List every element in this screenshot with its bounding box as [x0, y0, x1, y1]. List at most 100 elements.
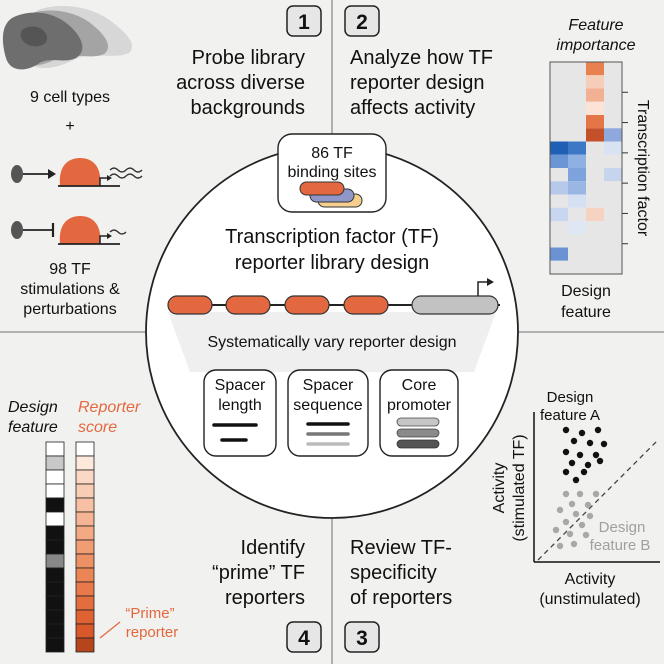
heatmap-cell — [568, 101, 586, 115]
heatmap-cell — [586, 234, 604, 248]
step-3-badge — [344, 621, 380, 653]
heatmap-cell — [604, 88, 622, 102]
scatter-point-a — [562, 426, 570, 434]
quadrant-2: 2 Analyze how TF reporter design affects… — [344, 5, 651, 321]
reporter-score-cell — [75, 525, 95, 541]
q2-title-line-3: affects activity — [350, 97, 475, 119]
binding-site-1 — [167, 295, 213, 315]
heatmap-cell — [604, 141, 622, 155]
heatmap-cell — [586, 141, 604, 155]
binding-site-2 — [225, 295, 271, 315]
scatter-point-b — [572, 510, 580, 518]
reporter-score-cell — [75, 623, 95, 639]
step-3-number: 3 — [356, 627, 368, 650]
scatter-point-b — [556, 506, 564, 514]
heatmap-cell — [604, 168, 622, 182]
heatmap-cell — [568, 168, 586, 182]
design-feature-cell — [45, 525, 65, 541]
heatmap-cell — [550, 247, 568, 261]
scatter-point-b — [570, 540, 578, 548]
scatter-point-a — [584, 461, 592, 469]
center-panel: 86 TF binding sites Transcription factor… — [145, 133, 519, 519]
heatmap-cell — [586, 260, 604, 274]
heatmap-cell — [604, 260, 622, 274]
quadrant-3: Review TF- specificity of reporters 3 De… — [344, 389, 660, 653]
heatmap-cell — [550, 234, 568, 248]
scatter-point-a — [568, 459, 576, 467]
scatter-point-a — [596, 457, 604, 465]
q3-title-line-1: Review TF- — [350, 537, 452, 559]
heatmap-cell — [604, 75, 622, 89]
core-promoter-line-1: Core — [402, 377, 437, 394]
scatter-point-b — [584, 501, 592, 509]
scatter-x-label-line-1: Activity — [565, 571, 616, 588]
binding-site-3 — [284, 295, 330, 315]
heatmap-cell — [586, 115, 604, 129]
scatter-point-a — [580, 468, 588, 476]
scatter-point-a — [562, 448, 570, 456]
heatmap-cell — [550, 115, 568, 129]
heatmap-cell — [604, 62, 622, 76]
heatmap-cell — [604, 128, 622, 142]
group-b-label-line-2: feature B — [590, 537, 651, 554]
design-feature-cell — [45, 623, 65, 639]
scatter-point-b — [568, 500, 576, 508]
design-feature-cell — [45, 469, 65, 485]
heatmap-title-line-1: Feature — [568, 17, 623, 34]
heatmap-cell — [568, 62, 586, 76]
plus-sign: + — [65, 118, 74, 135]
scatter-point-a — [572, 476, 580, 484]
spacer-length-line-2: length — [218, 397, 262, 414]
reporter-score-cell — [75, 511, 95, 527]
heatmap-cell — [604, 247, 622, 261]
heatmap-cell — [586, 207, 604, 221]
design-feature-cell — [45, 637, 65, 653]
scatter-diagonal — [537, 439, 659, 561]
spacer-sequence-box: Spacer sequence — [287, 369, 369, 457]
design-feature-cell — [45, 581, 65, 597]
heatmap-cell — [568, 234, 586, 248]
heatmap-y-label: Transcription factor — [634, 100, 651, 237]
heatmap-cell — [604, 207, 622, 221]
design-feature-cell — [45, 567, 65, 583]
heatmap-cell — [568, 194, 586, 208]
core-promoter-line-2: promoter — [387, 397, 452, 414]
reporter-score-cell — [75, 637, 95, 653]
center-title-line-1: Transcription factor (TF) — [225, 226, 439, 248]
step-2-number: 2 — [356, 11, 368, 34]
heatmap-cell — [586, 168, 604, 182]
scatter-point-b — [552, 526, 560, 534]
design-feature-cell — [45, 455, 65, 471]
reporter-score-cell — [75, 595, 95, 611]
q3-title-line-3: of reporters — [350, 587, 452, 609]
step-1-badge — [286, 5, 322, 37]
design-feature-cell — [45, 497, 65, 513]
scatter-point-b — [562, 518, 570, 526]
core-promoter-box: Core promoter — [379, 369, 459, 457]
design-feature-cell — [45, 609, 65, 625]
scatter-point-a — [576, 451, 584, 459]
feature-importance-heatmap — [550, 62, 622, 274]
stimulations-line-3: perturbations — [23, 301, 116, 318]
heatmap-cell — [550, 194, 568, 208]
heatmap-frame — [549, 61, 623, 275]
quadrant-4: Design feature Reporter score “Prime” re… — [8, 399, 322, 653]
heatmap-row-ticks — [622, 91, 628, 245]
heatmap-cell — [550, 101, 568, 115]
spacer-length-line-1: Spacer — [215, 377, 266, 394]
center-subtitle: Systematically vary reporter design — [208, 334, 457, 351]
heatmap-cell — [604, 115, 622, 129]
reporter-score-cell — [75, 567, 95, 583]
prime-pointer — [99, 621, 121, 639]
scatter-point-b — [586, 512, 594, 520]
step-2-badge — [344, 5, 380, 37]
reporter-score-cell — [75, 469, 95, 485]
heatmap-cell — [550, 128, 568, 142]
heatmap-cell — [568, 75, 586, 89]
heatmap-cell — [586, 154, 604, 168]
spacer-length-box: Spacer length — [203, 369, 277, 457]
quadrant-1: 9 cell types + 98 TF stimulations & — [2, 5, 322, 318]
design-feature-label-line-2: feature — [8, 419, 58, 436]
q4-title-line-2: “prime” TF — [212, 562, 305, 584]
